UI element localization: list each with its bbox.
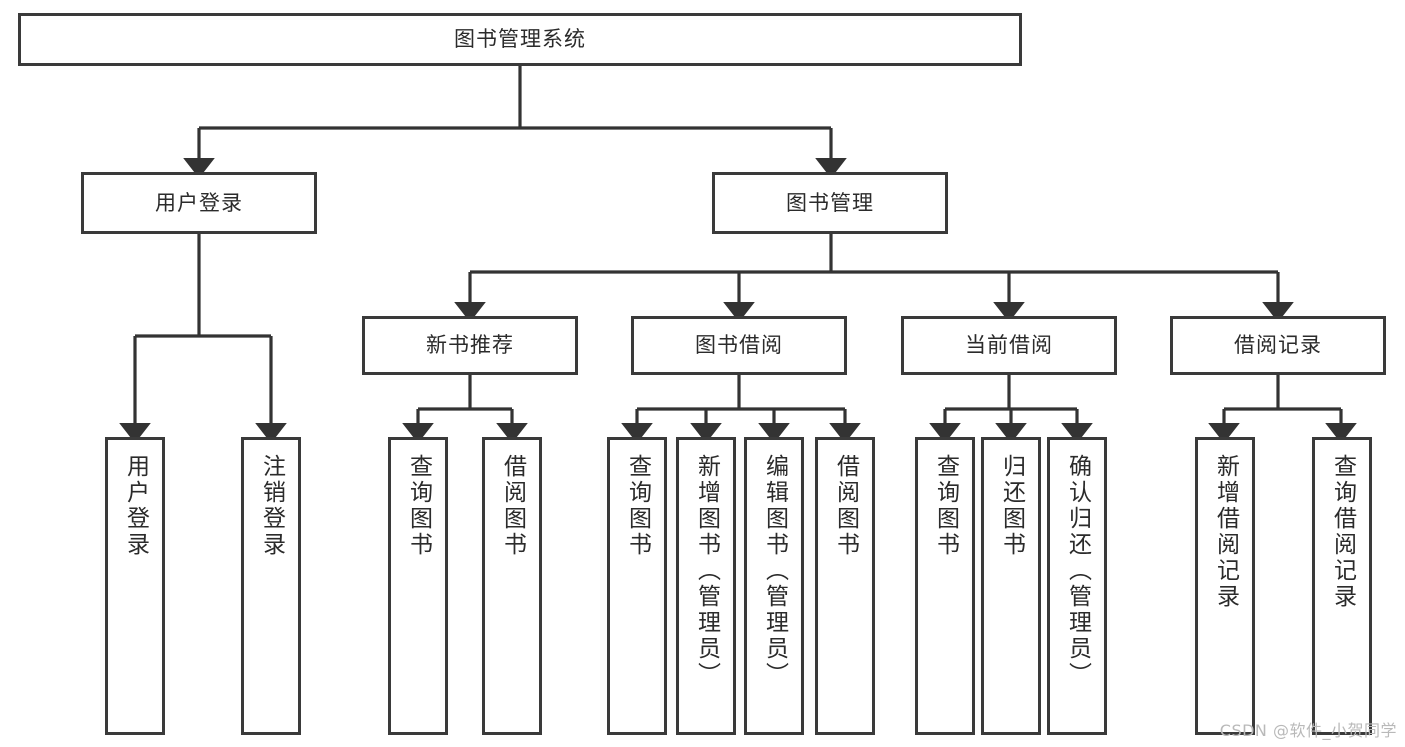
leaf-current-query[interactable]: 查询图书 — [915, 437, 975, 735]
node-label: 借阅记录 — [1234, 333, 1322, 358]
leaf-book-borrow-borrow[interactable]: 借阅图书 — [815, 437, 875, 735]
node-borrowing-record[interactable]: 借阅记录 — [1170, 316, 1386, 375]
node-label: 借阅图书 — [499, 454, 526, 558]
node-label: 查询图书 — [405, 454, 432, 558]
node-label: 查询图书 — [932, 454, 959, 558]
node-label: 用户登录 — [155, 190, 243, 215]
leaf-book-borrow-query[interactable]: 查询图书 — [607, 437, 667, 735]
node-label: 借阅图书 — [832, 454, 859, 558]
node-user-login[interactable]: 用户登录 — [81, 172, 317, 234]
leaf-current-return[interactable]: 归还图书 — [981, 437, 1041, 735]
node-label: 新增借阅记录 — [1212, 454, 1239, 610]
node-label: 确认归还（管理员） — [1064, 454, 1091, 688]
leaf-record-add[interactable]: 新增借阅记录 — [1195, 437, 1255, 735]
watermark-text: CSDN @软件_小贺同学 — [1219, 721, 1397, 740]
node-label: 新增图书（管理员） — [693, 454, 720, 688]
node-label: 图书管理系统 — [454, 27, 586, 52]
leaf-new-book-borrow[interactable]: 借阅图书 — [482, 437, 542, 735]
node-label: 查询借阅记录 — [1329, 454, 1356, 610]
node-label: 归还图书 — [998, 454, 1025, 558]
leaf-record-query[interactable]: 查询借阅记录 — [1312, 437, 1372, 735]
node-new-book-recommendation[interactable]: 新书推荐 — [362, 316, 578, 375]
leaf-user-login-logout[interactable]: 注销登录 — [241, 437, 301, 735]
node-current-borrowing[interactable]: 当前借阅 — [901, 316, 1117, 375]
node-book-borrowing[interactable]: 图书借阅 — [631, 316, 847, 375]
node-label: 查询图书 — [624, 454, 651, 558]
leaf-current-confirm-return[interactable]: 确认归还（管理员） — [1047, 437, 1107, 735]
node-book-management[interactable]: 图书管理 — [712, 172, 948, 234]
node-label: 注销登录 — [258, 454, 285, 558]
leaf-book-borrow-edit[interactable]: 编辑图书（管理员） — [744, 437, 804, 735]
node-label: 用户登录 — [122, 454, 149, 558]
node-root-book-management-system[interactable]: 图书管理系统 — [18, 13, 1022, 66]
leaf-new-book-query[interactable]: 查询图书 — [388, 437, 448, 735]
node-label: 新书推荐 — [426, 333, 514, 358]
node-label: 图书管理 — [786, 190, 874, 215]
node-label: 编辑图书（管理员） — [761, 454, 788, 688]
node-label: 图书借阅 — [695, 333, 783, 358]
leaf-book-borrow-add[interactable]: 新增图书（管理员） — [676, 437, 736, 735]
node-label: 当前借阅 — [965, 333, 1053, 358]
leaf-user-login-login[interactable]: 用户登录 — [105, 437, 165, 735]
